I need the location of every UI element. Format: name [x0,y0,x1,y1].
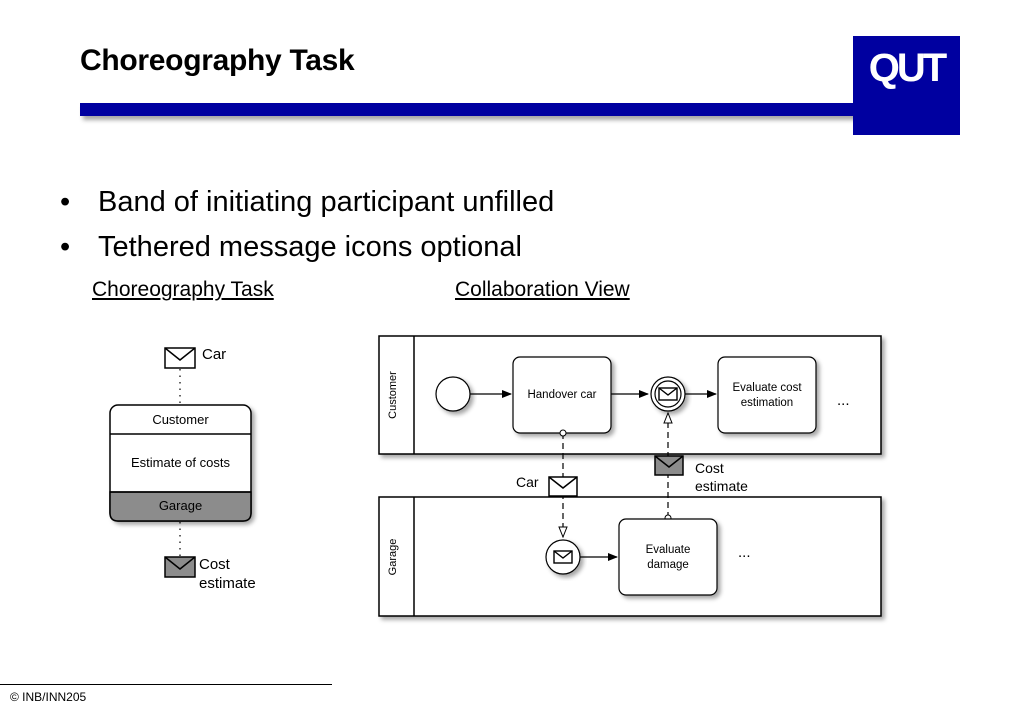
footer-divider [0,684,332,685]
message-cost-estimate-icon [654,455,684,476]
task-evaluate-damage-label-line1: Evaluate [646,544,691,556]
bullet-item: •Band of initiating participant unfilled [60,186,555,218]
subheading-collaboration: Collaboration View [455,278,630,301]
message-cost-label-line2: estimate [695,478,748,494]
start-event [435,376,471,412]
footer-copyright: © INB/INN205 [10,690,87,704]
ellipsis-customer: ... [837,392,850,409]
task-handover-car: Handover car [512,356,612,434]
slide-title: Choreography Task [80,44,355,77]
message-car-icon [164,347,196,369]
pool-garage-label: Garage [387,539,399,576]
choreography-task-name: Estimate of costs [131,455,230,470]
subheading-choreography: Choreography Task [92,278,274,301]
participant-band-garage [109,491,252,522]
pool-customer-label: Customer [387,371,399,419]
message-start-event-garage [545,539,581,575]
bullet-item: •Tethered message icons optional [60,231,522,263]
bullet-text: Band of initiating participant unfilled [98,186,555,218]
qut-logo: QUT [853,36,960,135]
participant-band-customer: Customer [152,412,209,427]
title-underline-bar [80,103,855,116]
task-evaluate-cost-label-line2: estimation [741,397,793,409]
task-evaluate-cost-estimation: Evaluate cost estimation [717,356,817,434]
choreography-task-diagram: Car Customer Estimate of costs Garage Co… [109,346,256,592]
participant-band-garage-label: Garage [159,498,202,513]
message-car-label: Car [202,346,226,363]
ellipsis-garage: ... [738,544,751,561]
message-cost-label-line1: Cost [695,460,724,476]
bullet-list: •Band of initiating participant unfilled… [60,180,554,270]
message-car-icon [548,476,578,497]
task-evaluate-damage-label-line2: damage [647,559,689,571]
logo-text: QUT [868,46,947,90]
bullet-text: Tethered message icons optional [98,231,522,263]
message-cost-label-line1: Cost [199,556,231,573]
message-cost-label-line2: estimate [199,575,256,592]
collaboration-diagram: Customer Garage Handover car [378,335,882,617]
intermediate-message-event-cost [650,376,686,412]
task-evaluate-cost-label-line1: Evaluate cost [732,382,802,394]
task-handover-car-label: Handover car [527,389,596,401]
message-cost-estimate-icon [164,556,196,578]
task-evaluate-damage: Evaluate damage [618,518,718,596]
message-car-label: Car [516,474,539,490]
